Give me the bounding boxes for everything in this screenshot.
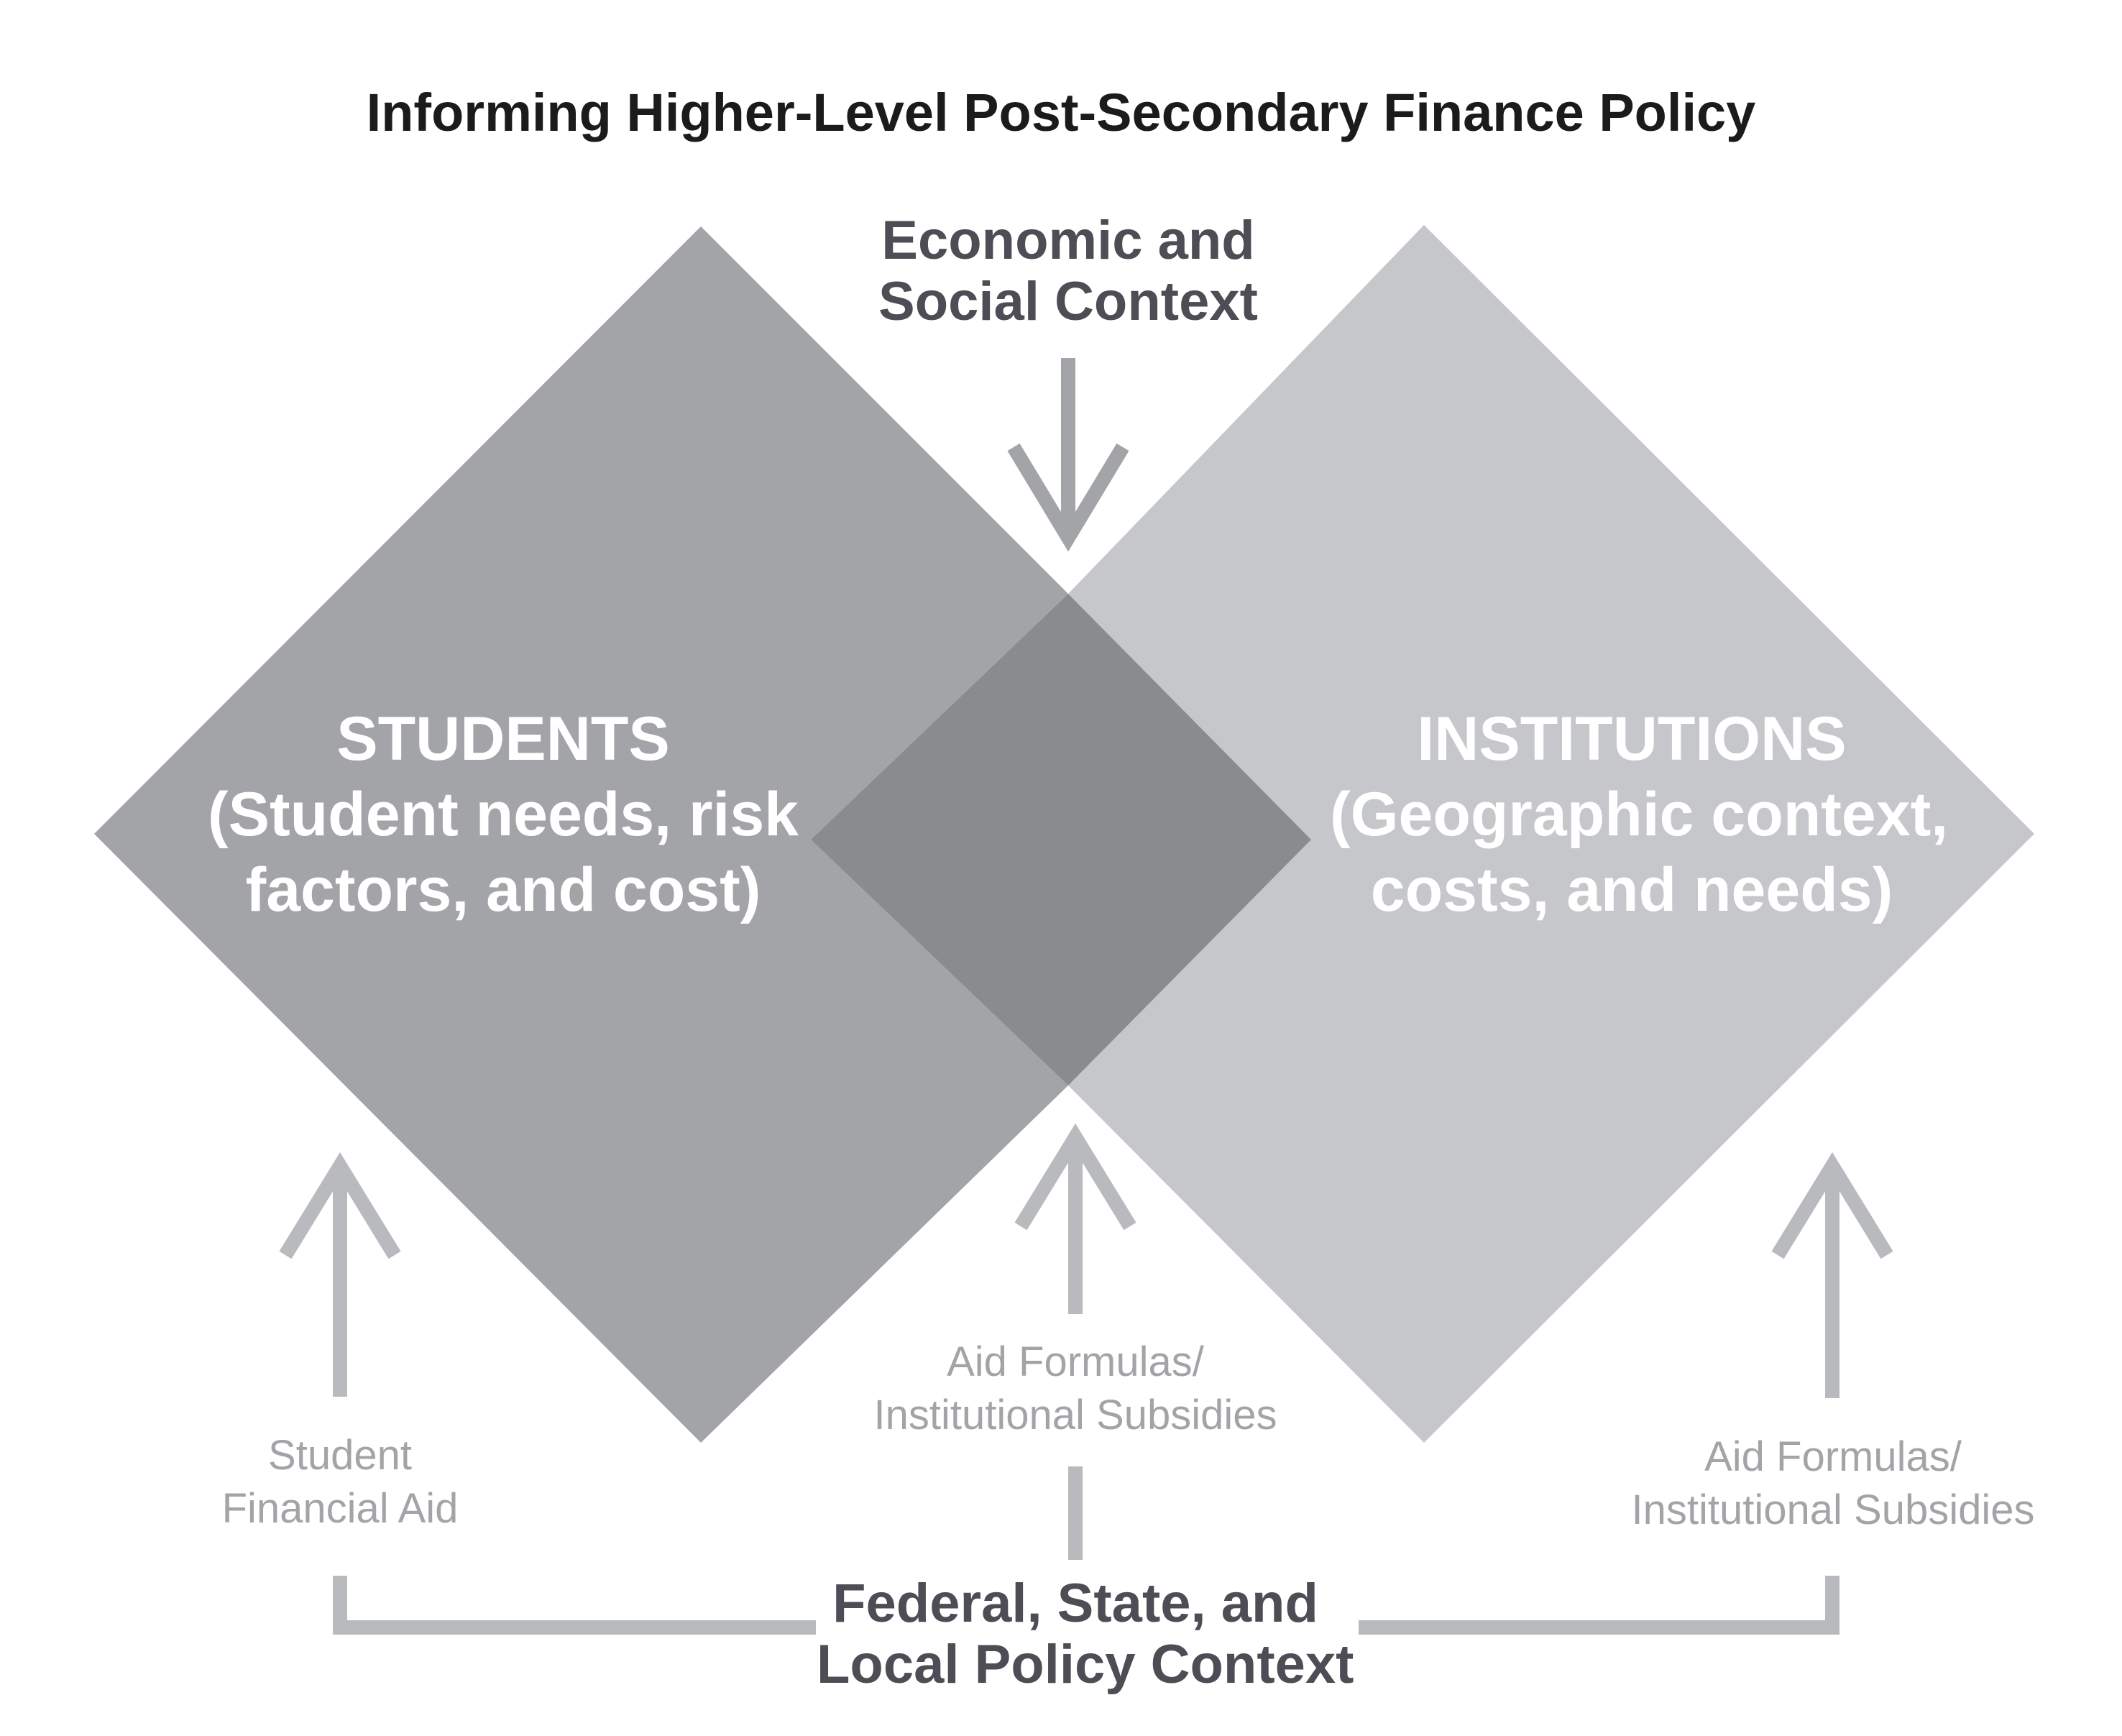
student-financial-aid-line2: Financial Aid (221, 1485, 459, 1533)
center-aid-formulas-line1: Aid Formulas/ (947, 1338, 1204, 1385)
policy-context-line1: Federal, State, and (832, 1573, 1318, 1634)
overlap-diamond (811, 594, 1311, 1085)
right-aid-formulas-line1: Aid Formulas/ (1704, 1433, 1962, 1480)
students-line2: factors, and cost) (245, 855, 761, 924)
institutions-diamond (1068, 225, 2034, 1443)
left-up-arrow (279, 1152, 401, 1397)
students-diamond (94, 226, 1068, 1443)
institutions-line1: (Geographic context, (1330, 779, 1949, 849)
policy-context-label: Federal, State, and Local Policy Context (817, 1573, 1354, 1696)
diagram-title: Informing Higher-Level Post-Secondary Fi… (366, 83, 1756, 142)
policy-context-line2: Local Policy Context (817, 1634, 1354, 1696)
students-line1: (Student needs, risk (208, 779, 799, 849)
institutions-line2: costs, and needs) (1370, 855, 1893, 924)
top-down-arrow (1007, 358, 1129, 552)
economic-social-context-label: Economic and Social Context (853, 210, 1284, 332)
student-financial-aid-label: Student Financial Aid (160, 1429, 520, 1535)
center-aid-formulas-label: Aid Formulas/ Institutional Subsidies (817, 1336, 1334, 1442)
institutions-label: INSTITUTIONS (Geographic context, costs,… (1330, 702, 1949, 928)
student-financial-aid-line1: Student (268, 1432, 412, 1479)
economic-context-line2: Social Context (878, 271, 1258, 333)
students-label: STUDENTS (Student needs, risk factors, a… (201, 702, 805, 928)
economic-context-line1: Economic and (881, 210, 1255, 271)
students-heading: STUDENTS (336, 704, 670, 773)
center-aid-formulas-line2: Institutional Subsidies (873, 1392, 1277, 1439)
right-aid-formulas-line2: Institutional Subsidies (1631, 1487, 2035, 1534)
center-up-arrow (1014, 1123, 1136, 1314)
right-up-arrow (1771, 1152, 1893, 1398)
bottom-connector (333, 1466, 1839, 1635)
institutions-heading: INSTITUTIONS (1417, 704, 1847, 773)
right-aid-formulas-label: Aid Formulas/ Institutional Subsidies (1574, 1430, 2092, 1537)
